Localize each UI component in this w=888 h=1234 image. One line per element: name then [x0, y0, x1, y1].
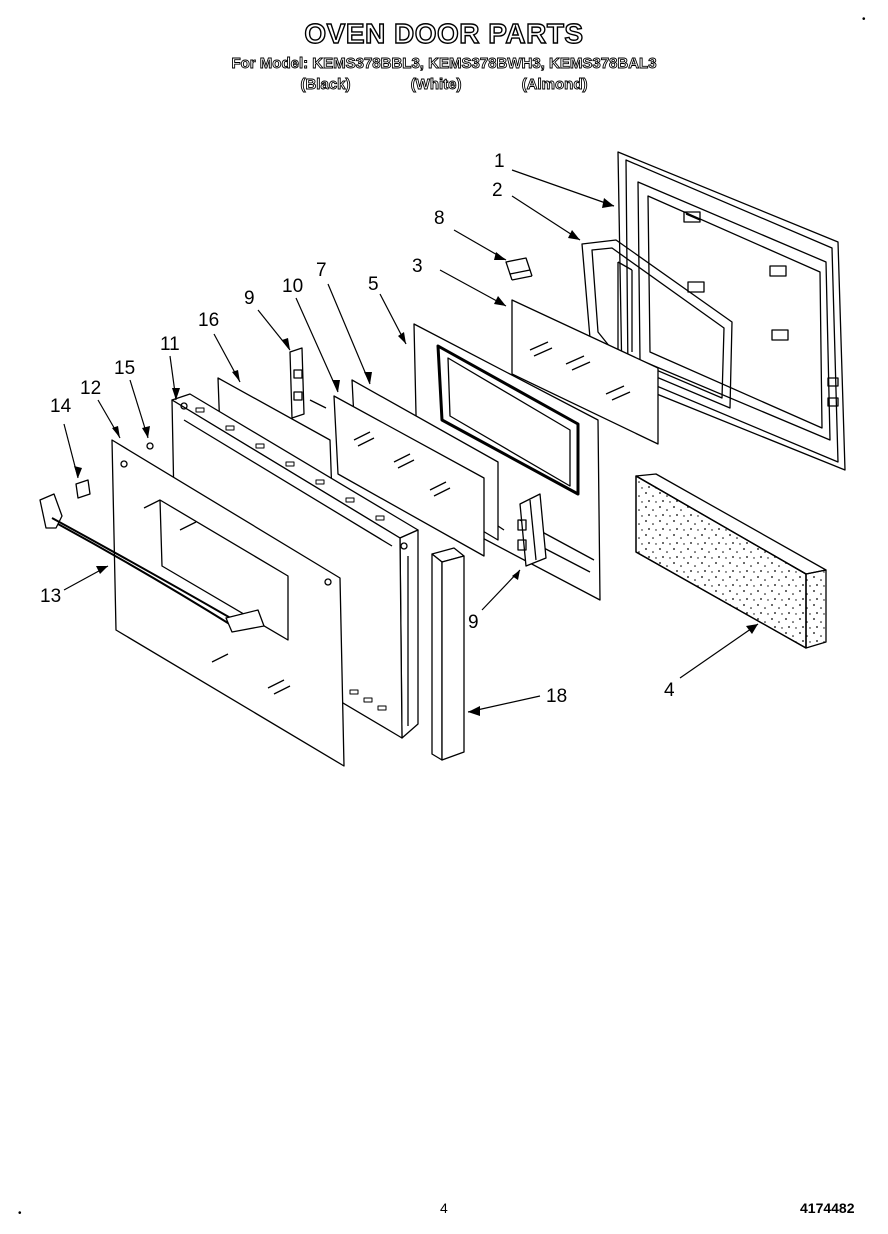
callout-18: 18	[546, 686, 567, 707]
callout-10: 10	[282, 276, 303, 297]
callout-12: 12	[80, 378, 101, 399]
part-middle-glass-front	[333, 395, 485, 557]
color-white: (White)	[410, 76, 462, 94]
corner-mark-top: •	[862, 14, 866, 25]
callout-4: 4	[664, 680, 675, 701]
part-inner-door-liner	[617, 151, 846, 471]
document-number: 4174482	[800, 1200, 855, 1216]
callout-2: 2	[492, 180, 503, 201]
callout-1: 1	[494, 151, 505, 172]
part-clip	[505, 257, 533, 281]
callout-9-left: 9	[244, 288, 255, 309]
callout-15: 15	[114, 358, 135, 379]
callout-16: 16	[198, 310, 219, 331]
callout-3: 3	[412, 256, 423, 277]
part-outer-glass	[111, 439, 345, 767]
page-number: 4	[440, 1200, 448, 1216]
part-screw	[146, 442, 154, 450]
part-handle-bracket	[75, 479, 91, 499]
callout-9-right: 9	[468, 612, 479, 633]
model-colors: (Black) (White) (Almond)	[0, 76, 888, 94]
part-hinge-left	[289, 347, 327, 419]
corner-mark-bottom: •	[18, 1208, 22, 1219]
model-numbers: For Model: KEMS378BBL3, KEMS378BWH3, KEM…	[231, 55, 657, 73]
callout-8: 8	[434, 208, 445, 229]
part-door-handle	[39, 460, 332, 633]
part-inner-glass	[511, 299, 659, 445]
callout-14: 14	[50, 396, 72, 417]
callout-13: 13	[40, 586, 61, 607]
callout-11: 11	[160, 334, 180, 355]
color-black: (Black)	[300, 76, 351, 94]
color-almond: (Almond)	[521, 76, 588, 94]
part-insulation	[635, 473, 827, 649]
page-title: OVEN DOOR PARTS	[304, 17, 584, 49]
part-side-trim	[431, 547, 465, 761]
leader-arrowheads	[74, 198, 758, 716]
callout-7: 7	[316, 260, 327, 281]
callout-5: 5	[368, 274, 379, 295]
